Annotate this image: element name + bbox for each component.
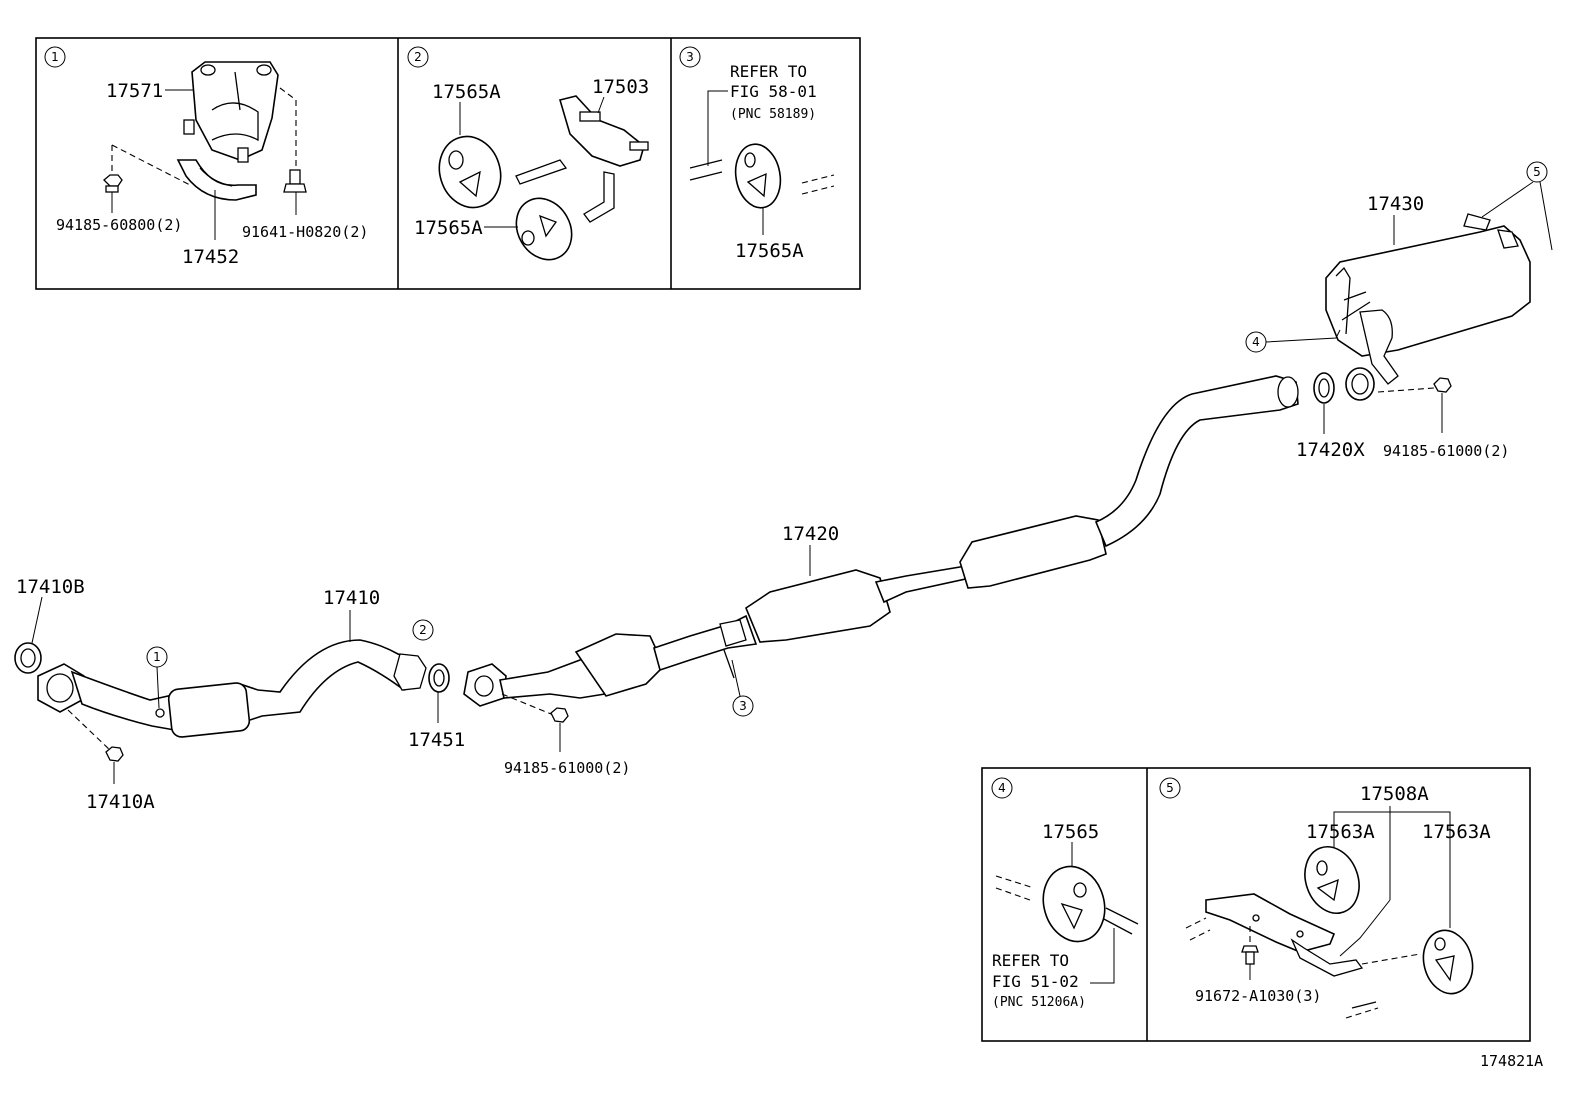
callout-1: 1: [153, 650, 161, 664]
label-17410: 17410: [323, 587, 380, 609]
inset-2-number-circle: [407, 46, 429, 68]
clamp-17452: [176, 159, 257, 201]
bottom-inset-border: [981, 767, 1531, 1042]
nut-94185-61000-mid: [550, 707, 569, 723]
label-17503: 17503: [592, 76, 649, 98]
gasket-17451: [428, 663, 450, 693]
tail-pipe-17430: [1325, 213, 1531, 385]
inset-4-number-circle: [991, 777, 1013, 799]
hanger-17565: [1042, 865, 1106, 943]
bracket-17503: [515, 95, 649, 223]
label-94185-60800: 94185-60800(2): [56, 216, 182, 234]
label-17451: 17451: [408, 729, 465, 751]
label-91672-A1030: 91672-A1030(3): [1195, 987, 1321, 1005]
label-17571: 17571: [106, 80, 163, 102]
label-94185-61000-mid: 94185-61000(2): [504, 759, 630, 777]
hanger-17563A-right: [1422, 929, 1474, 995]
pipe-stub: [689, 159, 835, 195]
inset-2-number: 2: [414, 50, 422, 64]
callout-2: 2: [419, 623, 427, 637]
inset-5: 5 17508A 17563A 17563A: [1159, 777, 1491, 1019]
inset-4-number: 4: [998, 781, 1006, 795]
nut-94185-60800: [103, 174, 123, 193]
bracket-17571: [183, 61, 279, 163]
label-17565A-bottom: 17565A: [414, 217, 483, 239]
label-94185-61000-rear: 94185-61000(2): [1383, 442, 1509, 460]
callout-4: 4: [1252, 335, 1260, 349]
label-17508A: 17508A: [1360, 783, 1429, 805]
callout-3: 3: [739, 699, 747, 713]
callout-3-circle: [732, 695, 754, 717]
note4-line-2: FIG 51-02: [992, 972, 1079, 991]
callout-5: 5: [1533, 165, 1541, 179]
note-line-1: REFER TO: [730, 62, 807, 81]
note-line-2: FIG 58-01: [730, 82, 817, 101]
note-line-3: (PNC 58189): [730, 107, 816, 122]
nut-94185-61000-rear: [1433, 377, 1452, 393]
label-17420: 17420: [782, 523, 839, 545]
inset-1-number: 1: [51, 50, 59, 64]
bolt-91672-A1030: [1241, 945, 1259, 965]
bottom-inset-panel: [981, 767, 1531, 1042]
gasket-17410B: 17410B: [14, 576, 85, 674]
gasket-17420X: [1313, 367, 1375, 404]
center-pipe-17420: [463, 375, 1299, 707]
label-17563A-left: 17563A: [1306, 821, 1375, 843]
bracket-17508A: [1185, 893, 1421, 1019]
label-17410A: 17410A: [86, 791, 155, 813]
label-17410B: 17410B: [16, 576, 85, 598]
label-17420X: 17420X: [1296, 439, 1365, 461]
label-91641-H0820: 91641-H0820(2): [242, 223, 368, 241]
note4-line-1: REFER TO: [992, 951, 1069, 970]
note4-line-3: (PNC 51206A): [992, 995, 1086, 1010]
callout-5-circle: [1526, 161, 1548, 183]
hanger-17565A: [734, 143, 782, 209]
inset-3-number: 3: [686, 50, 694, 64]
label-17565A-inset3: 17565A: [735, 240, 804, 262]
hanger-17565A-top: [438, 135, 502, 209]
label-17430: 17430: [1367, 193, 1424, 215]
inset-4: 4 17565 REFER TO FIG 51-02 (PNC 51206A): [991, 777, 1139, 1010]
inset-3-number-circle: [679, 46, 701, 68]
label-17565: 17565: [1042, 821, 1099, 843]
hanger-17563A-left: [1304, 846, 1360, 914]
label-17565A-top: 17565A: [432, 81, 501, 103]
inset-5-number-circle: [1159, 777, 1181, 799]
nut-17410A: [105, 746, 124, 762]
label-17563A-right: 17563A: [1422, 821, 1491, 843]
inset-5-number: 5: [1166, 781, 1174, 795]
hanger-17565A-bottom: [515, 197, 573, 261]
callout-2-circle: [412, 619, 434, 641]
inset-2: 2 17565A 17565A 17503: [407, 46, 649, 261]
bolt-91641-H0820: [283, 169, 307, 193]
diagram-id: 174821A: [1480, 1052, 1543, 1070]
front-pipe-17410: [37, 639, 427, 738]
top-inset-panel: [35, 37, 861, 290]
top-inset-border: [35, 37, 861, 290]
inset-1: 1 17571 17452 94185-60800(2): [44, 46, 368, 268]
inset-3: 3 REFER TO FIG 58-01 (PNC 58189) 17565A: [679, 46, 835, 262]
label-17452: 17452: [182, 246, 239, 268]
inset-1-number-circle: [44, 46, 66, 68]
